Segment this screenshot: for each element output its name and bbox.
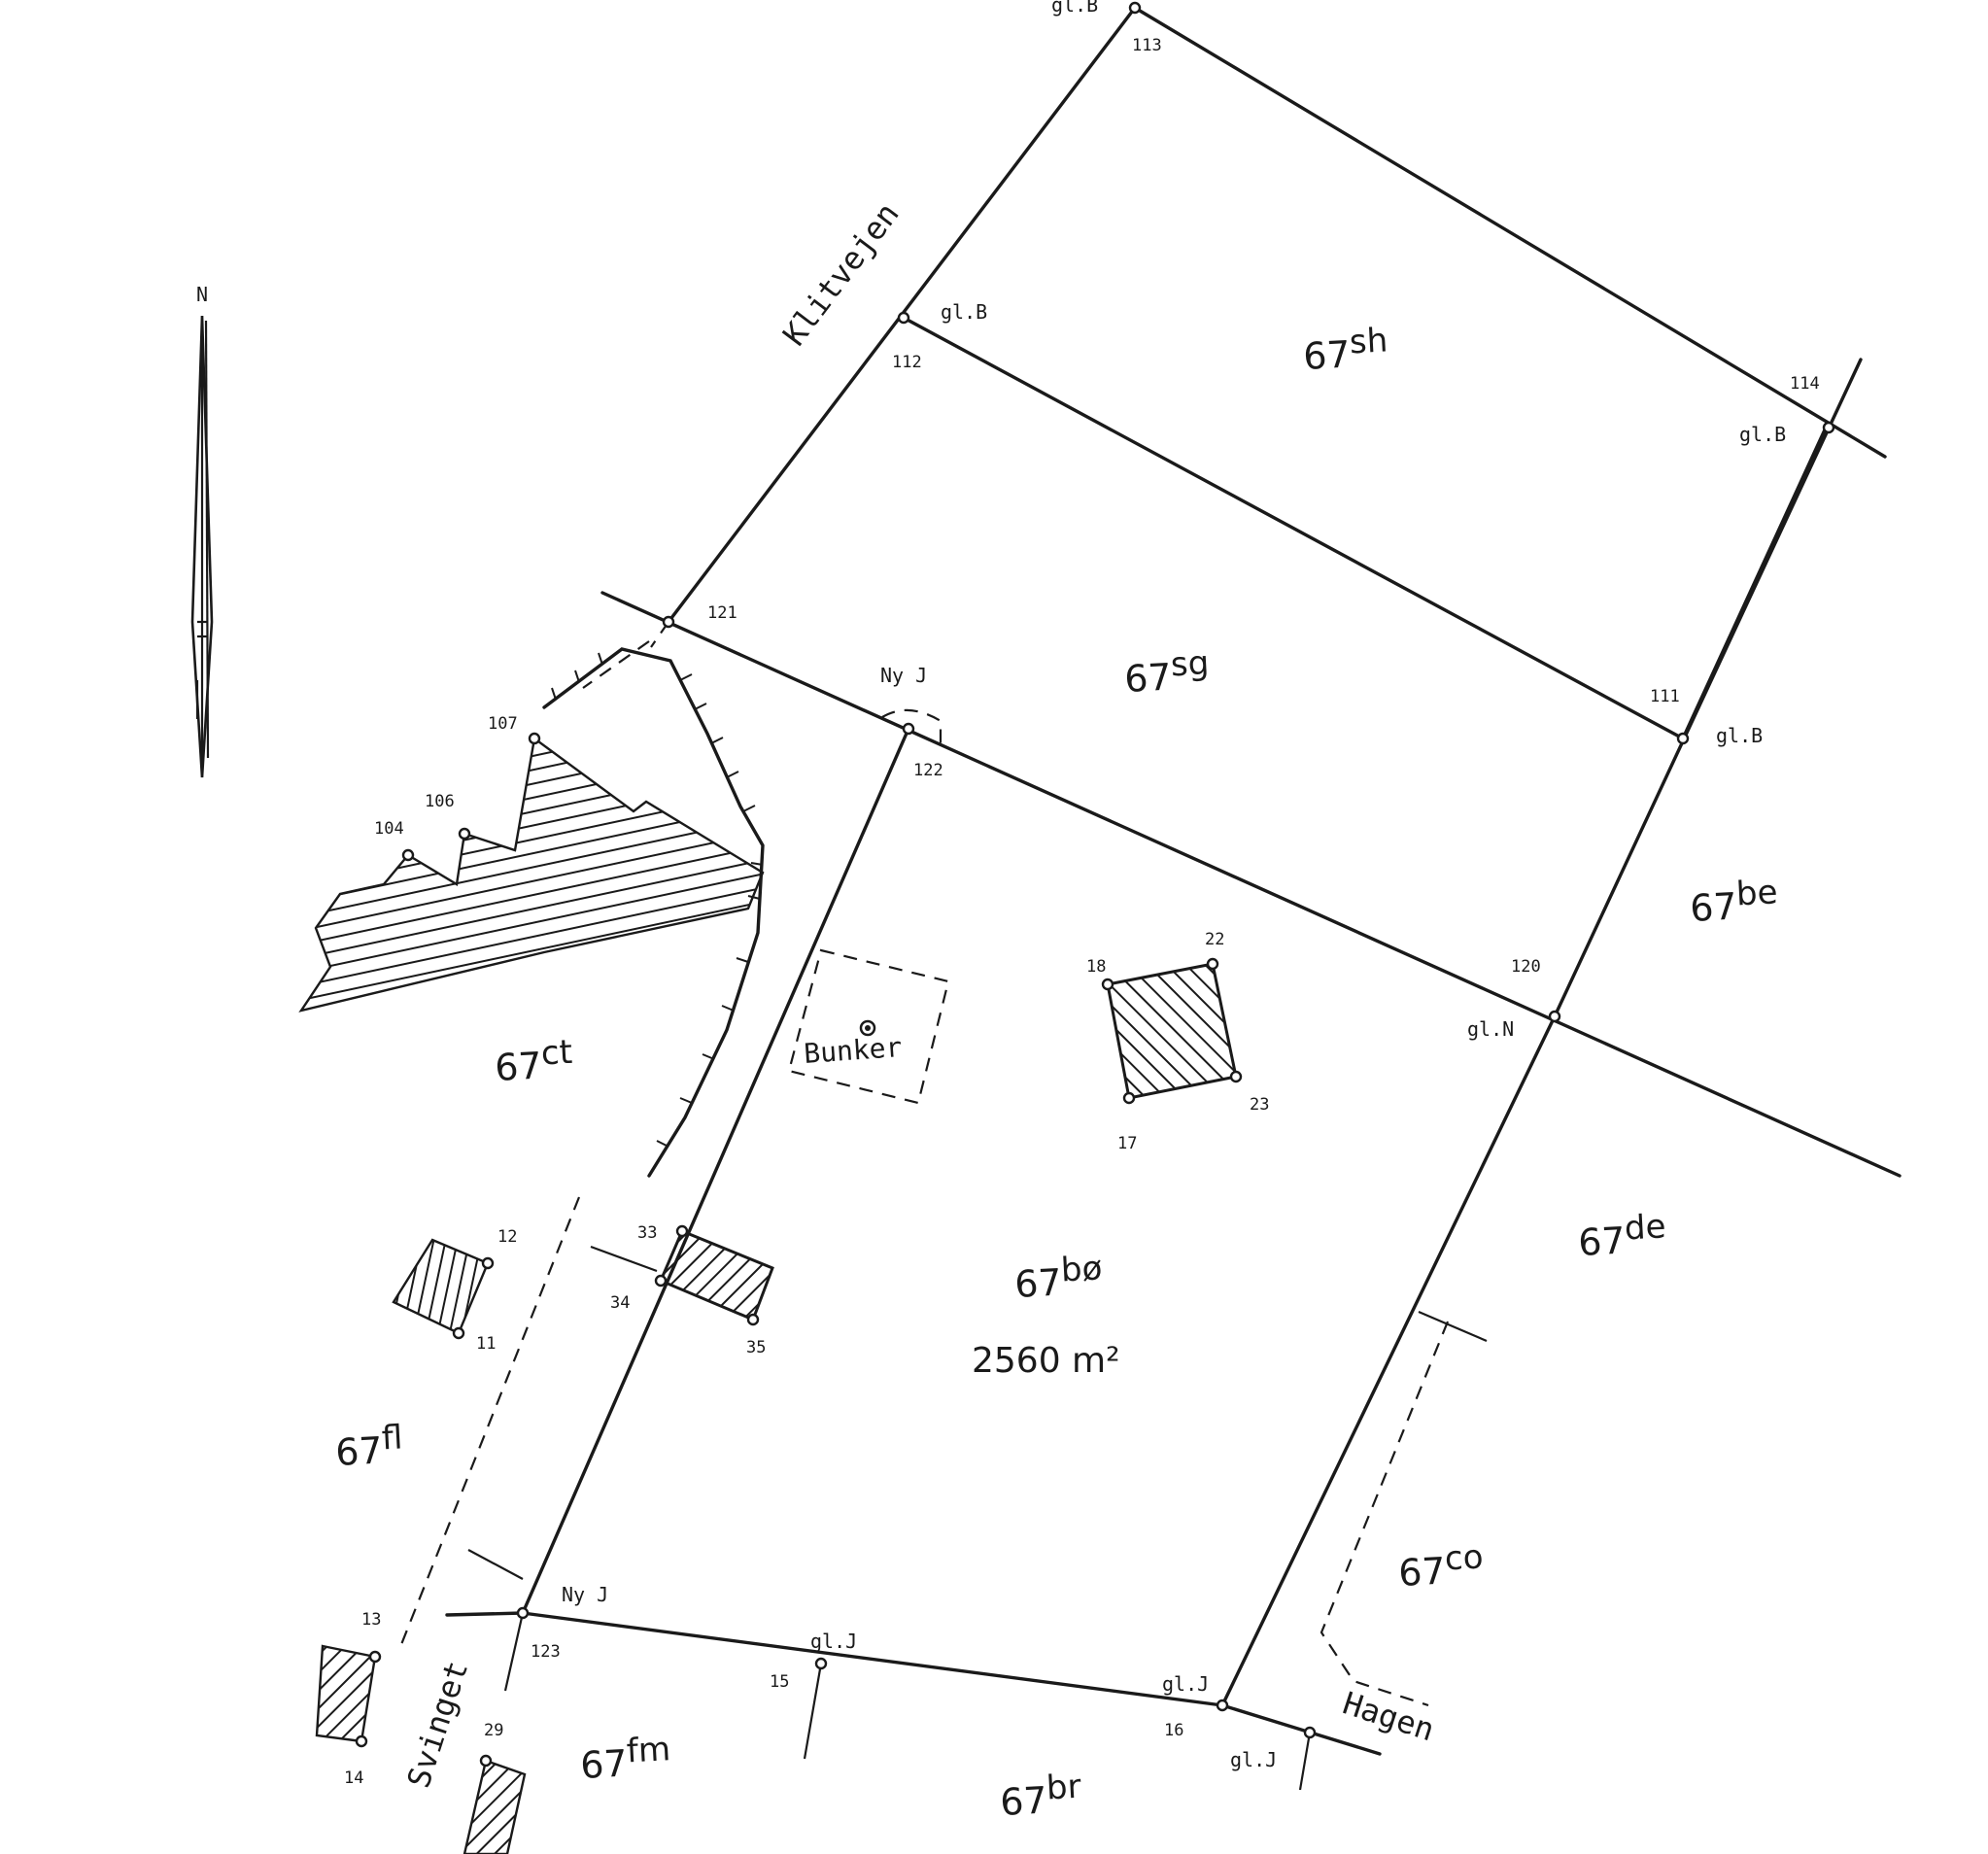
point-33: 33	[637, 1223, 657, 1243]
road-hagen: Hagen	[1339, 1684, 1439, 1748]
point-14: 14	[344, 1768, 363, 1788]
point-120: 120	[1511, 957, 1541, 977]
label-123: Ny J	[562, 1583, 608, 1606]
point-113: 113	[1132, 36, 1162, 55]
point-15: 15	[770, 1672, 789, 1692]
point-11: 11	[476, 1334, 496, 1354]
bunker-label: Bunker	[803, 1031, 903, 1070]
label-122: Ny J	[880, 664, 927, 687]
label-114: gl.B	[1739, 423, 1786, 446]
parcel-labels: 67sh 67sg 67be 67ct 67bø 2560 m² 67de 67…	[334, 321, 1780, 1824]
point-104: 104	[374, 819, 404, 839]
parcel-67ct: 67ct	[494, 1033, 574, 1089]
point-123: 123	[531, 1642, 561, 1662]
point-13: 13	[361, 1610, 381, 1630]
point-22: 22	[1205, 930, 1224, 949]
point-106: 106	[425, 792, 455, 811]
point-16: 16	[1164, 1721, 1183, 1740]
parcel-67fl: 67fl	[334, 1418, 405, 1474]
dimension-arc	[881, 708, 943, 743]
parcel-67sg: 67sg	[1123, 643, 1211, 701]
parcel-67co: 67co	[1397, 1537, 1486, 1595]
point-12: 12	[497, 1227, 517, 1247]
boundary-points	[355, 1, 1835, 1768]
building-18-22-23-17	[1106, 962, 1238, 1100]
north-label: N	[196, 283, 208, 306]
point-107: 107	[488, 714, 518, 734]
point-114: 114	[1790, 374, 1820, 394]
label-16: gl.J	[1162, 1672, 1209, 1696]
point-17: 17	[1117, 1134, 1137, 1153]
point-121: 121	[707, 603, 737, 623]
point-112: 112	[892, 353, 922, 372]
point-number-labels: 113 112 114 121 111 122 107 106 104 120 …	[344, 36, 1820, 1788]
hatched-terrain	[298, 736, 765, 1013]
point-122: 122	[913, 761, 943, 780]
label-120: gl.N	[1467, 1017, 1514, 1041]
building-33-34-35	[659, 1229, 774, 1322]
parcel-67de: 67de	[1577, 1207, 1668, 1264]
parcel-67be: 67be	[1689, 873, 1780, 930]
point-18: 18	[1086, 957, 1106, 977]
parcel-67bo: 67bø	[1013, 1249, 1104, 1306]
slope-edge	[542, 647, 765, 1178]
label-15: gl.J	[810, 1630, 857, 1653]
point-111: 111	[1650, 687, 1680, 706]
road-edges	[396, 640, 1450, 1707]
parcel-67br: 67br	[999, 1768, 1083, 1824]
label-hagen-point: gl.J	[1230, 1748, 1277, 1771]
point-35: 35	[746, 1338, 766, 1357]
parcel-67bo-area: 2560 m²	[972, 1341, 1120, 1381]
building-12-11	[392, 1238, 490, 1335]
label-111: gl.B	[1716, 724, 1763, 747]
parcel-67sh: 67sh	[1302, 321, 1389, 378]
point-23: 23	[1250, 1095, 1269, 1115]
north-arrow: N	[190, 283, 214, 778]
label-112: gl.B	[941, 300, 987, 324]
label-113: gl.B	[1051, 0, 1098, 17]
parcel-67fm: 67fm	[579, 1730, 672, 1787]
point-type-labels: gl.B gl.B gl.B gl.B Ny J gl.N Ny J gl.J …	[562, 0, 1786, 1771]
road-klitvejen: Klitvejen	[775, 195, 907, 352]
building-29	[463, 1759, 527, 1854]
point-34: 34	[610, 1293, 630, 1313]
point-29: 29	[484, 1721, 503, 1740]
road-svinget: Svinget	[399, 1656, 475, 1792]
bunker	[787, 948, 950, 1105]
building-13-14	[315, 1644, 377, 1743]
